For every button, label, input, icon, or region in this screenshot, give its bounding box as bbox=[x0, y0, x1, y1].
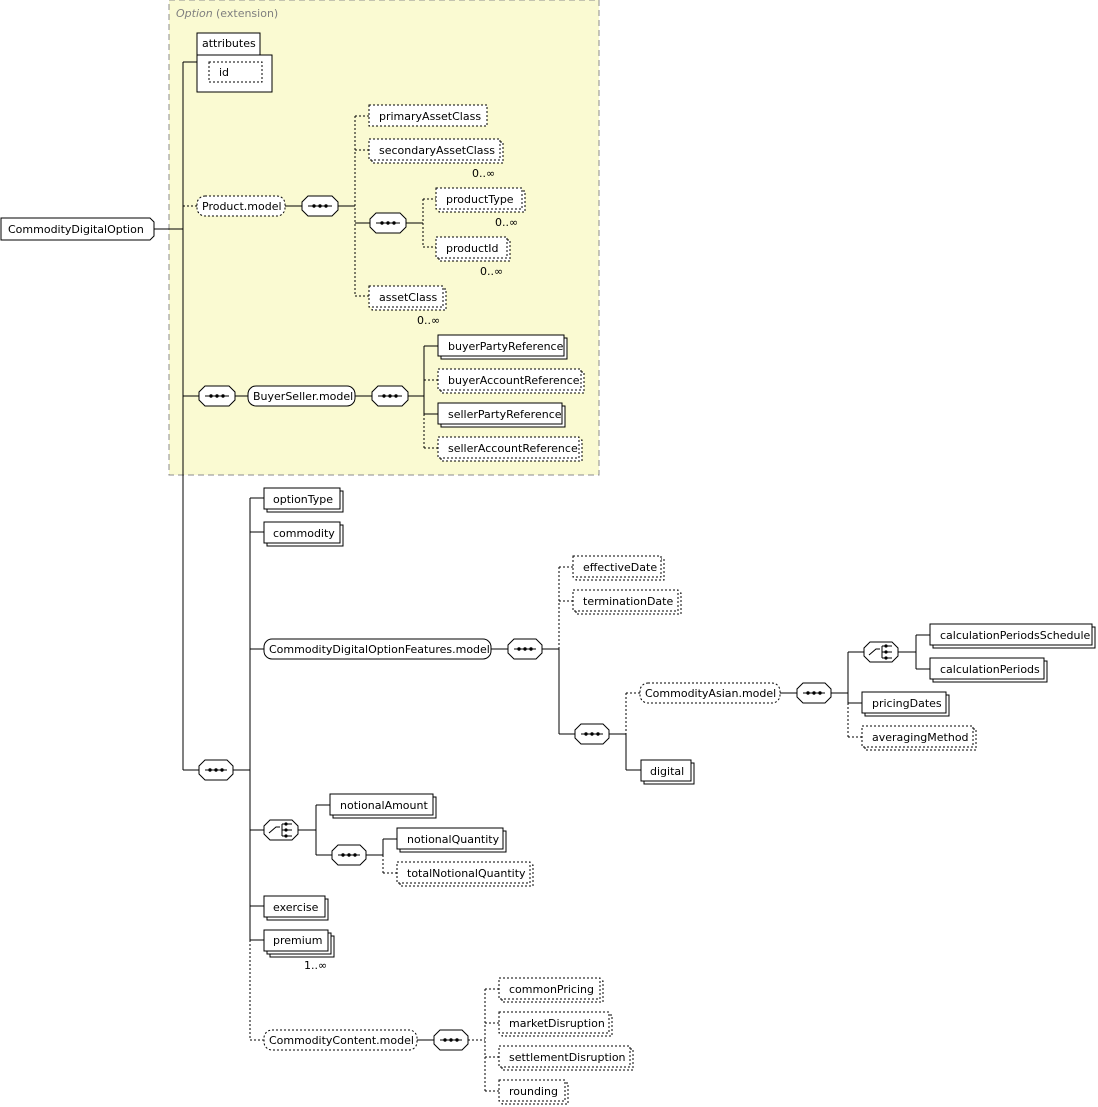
element-notionalQuantity[interactable]: notionalQuantity bbox=[396, 827, 507, 853]
sequence-icon bbox=[331, 844, 367, 866]
sequence-icon bbox=[369, 212, 407, 234]
sequence-icon bbox=[796, 682, 832, 704]
sequence-icon bbox=[301, 195, 339, 217]
commonPricing-label: commonPricing bbox=[509, 983, 594, 996]
premium-cardinality: 1..∞ bbox=[304, 959, 327, 972]
element-rounding[interactable]: rounding bbox=[498, 1079, 569, 1105]
element-digital[interactable]: digital bbox=[640, 759, 695, 785]
optionType-label: optionType bbox=[273, 493, 333, 506]
buyerseller-model-group[interactable]: BuyerSeller.model bbox=[247, 385, 356, 407]
element-commodity[interactable]: commodity bbox=[263, 521, 344, 547]
product-model-group[interactable]: Product.model bbox=[196, 195, 286, 217]
features-model-group[interactable]: CommodityDigitalOptionFeatures.model bbox=[263, 638, 492, 660]
sequence-icon bbox=[574, 723, 610, 745]
attribute-id[interactable] bbox=[208, 61, 263, 83]
sequence-icon bbox=[371, 385, 409, 407]
marketDisruption-label: marketDisruption bbox=[509, 1017, 605, 1030]
totalNotionalQuantity-label: totalNotionalQuantity bbox=[407, 867, 526, 880]
element-averagingMethod[interactable]: averagingMethod bbox=[861, 725, 977, 751]
element-primaryAssetClass[interactable]: primaryAssetClass bbox=[368, 104, 488, 127]
buyerAccountReference-label: buyerAccountReference bbox=[448, 374, 580, 387]
element-effectiveDate[interactable]: effectiveDate bbox=[572, 555, 665, 581]
productId-label: productId bbox=[446, 242, 499, 255]
assetClass-label: assetClass bbox=[379, 291, 437, 304]
digital-label: digital bbox=[650, 765, 684, 778]
secondaryAssetClass-cardinality: 0..∞ bbox=[472, 167, 495, 180]
calculationPeriods-label: calculationPeriods bbox=[940, 663, 1040, 676]
element-settlementDisruption[interactable]: settlementDisruption bbox=[498, 1045, 634, 1071]
premium-label: premium bbox=[273, 934, 323, 947]
root-label: CommodityDigitalOption bbox=[8, 223, 144, 236]
buyerseller-model-label: BuyerSeller.model bbox=[253, 390, 353, 403]
element-secondaryAssetClass[interactable]: secondaryAssetClass bbox=[368, 138, 504, 164]
attribute-id-label: id bbox=[219, 66, 229, 79]
element-buyerAccountReference[interactable]: buyerAccountReference bbox=[437, 368, 585, 394]
notionalQuantity-label: notionalQuantity bbox=[407, 833, 500, 846]
element-sellerPartyReference[interactable]: sellerPartyReference bbox=[437, 402, 566, 428]
element-productType[interactable]: productType bbox=[435, 187, 526, 213]
assetClass-cardinality: 0..∞ bbox=[417, 314, 440, 327]
element-sellerAccountReference[interactable]: sellerAccountReference bbox=[437, 436, 583, 462]
element-notionalAmount[interactable]: notionalAmount bbox=[329, 793, 437, 819]
effectiveDate-label: effectiveDate bbox=[583, 561, 657, 574]
pricingDates-label: pricingDates bbox=[872, 697, 942, 710]
sequence-icon bbox=[433, 1029, 469, 1051]
rounding-label: rounding bbox=[509, 1085, 558, 1098]
element-pricingDates[interactable]: pricingDates bbox=[861, 691, 950, 717]
attributes-label: attributes bbox=[202, 37, 256, 50]
averagingMethod-label: averagingMethod bbox=[872, 731, 969, 744]
element-productId[interactable]: productId bbox=[435, 236, 511, 262]
calculationPeriodsSchedule-label: calculationPeriodsSchedule bbox=[940, 629, 1091, 642]
notionalAmount-label: notionalAmount bbox=[340, 799, 428, 812]
element-assetClass[interactable]: assetClass bbox=[368, 285, 447, 311]
productId-cardinality: 0..∞ bbox=[480, 265, 503, 278]
sequence-icon bbox=[198, 759, 234, 781]
primaryAssetClass-label: primaryAssetClass bbox=[379, 110, 481, 123]
element-buyerPartyReference[interactable]: buyerPartyReference bbox=[437, 334, 568, 360]
element-commonPricing[interactable]: commonPricing bbox=[498, 977, 604, 1003]
content-model-label: CommodityContent.model bbox=[269, 1034, 414, 1047]
terminationDate-label: terminationDate bbox=[583, 595, 673, 608]
productType-label: productType bbox=[446, 193, 514, 206]
asian-model-group[interactable]: CommodityAsian.model bbox=[639, 682, 781, 704]
productType-cardinality: 0..∞ bbox=[495, 216, 518, 229]
extension-name: Option bbox=[176, 7, 213, 20]
sequence-icon bbox=[507, 638, 543, 660]
element-calculationPeriodsSchedule[interactable]: calculationPeriodsSchedule bbox=[929, 623, 1096, 649]
sellerAccountReference-label: sellerAccountReference bbox=[448, 442, 578, 455]
element-premium[interactable]: premium bbox=[263, 929, 335, 958]
attributes-box: attributes id bbox=[196, 32, 273, 93]
asian-model-label: CommodityAsian.model bbox=[645, 687, 776, 700]
element-exercise[interactable]: exercise bbox=[263, 895, 329, 921]
buyerPartyReference-label: buyerPartyReference bbox=[448, 340, 564, 353]
element-terminationDate[interactable]: terminationDate bbox=[572, 589, 682, 615]
choice-icon bbox=[263, 819, 299, 841]
element-totalNotionalQuantity[interactable]: totalNotionalQuantity bbox=[396, 861, 534, 887]
sequence-icon bbox=[198, 385, 236, 407]
content-model-group[interactable]: CommodityContent.model bbox=[263, 1029, 418, 1051]
settlementDisruption-label: settlementDisruption bbox=[509, 1051, 626, 1064]
root-element[interactable]: CommodityDigitalOption bbox=[0, 217, 155, 241]
product-model-label: Product.model bbox=[202, 200, 282, 213]
secondaryAssetClass-label: secondaryAssetClass bbox=[379, 144, 495, 157]
commodity-label: commodity bbox=[273, 527, 335, 540]
features-model-label: CommodityDigitalOptionFeatures.model bbox=[269, 643, 490, 656]
element-marketDisruption[interactable]: marketDisruption bbox=[498, 1011, 613, 1037]
choice-icon bbox=[863, 641, 899, 663]
exercise-label: exercise bbox=[273, 901, 319, 914]
sellerPartyReference-label: sellerPartyReference bbox=[448, 408, 562, 421]
element-optionType[interactable]: optionType bbox=[263, 487, 344, 513]
element-calculationPeriods[interactable]: calculationPeriods bbox=[929, 657, 1048, 683]
extension-kind: (extension) bbox=[216, 7, 278, 20]
